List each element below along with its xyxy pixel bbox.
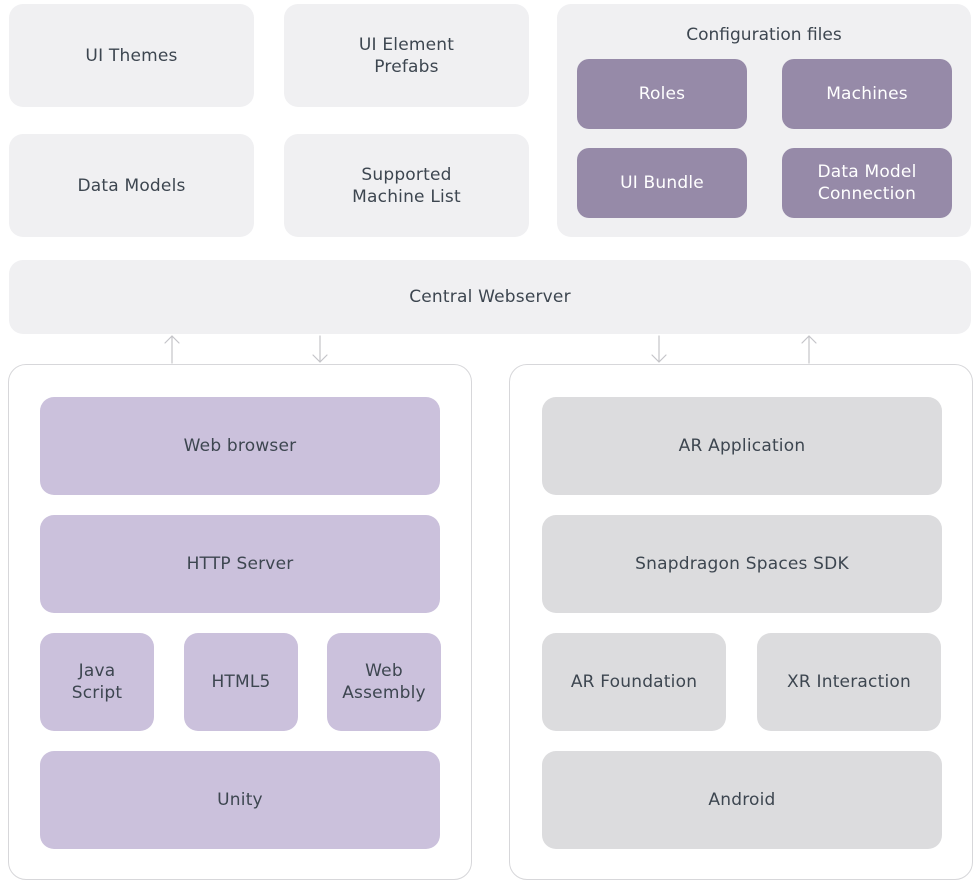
ar-application-box: AR Application [542,397,942,495]
javascript-box: Java Script [40,633,154,731]
web-browser-box: Web browser [40,397,440,495]
central-webserver-box: Central Webserver [9,260,971,334]
ui-bundle-box: UI Bundle [577,148,747,218]
data-model-connection-box: Data Model Connection [782,148,952,218]
roles-box: Roles [577,59,747,129]
web-assembly-box: Web Assembly [327,633,441,731]
arrow-down-right [651,335,667,363]
machines-box: Machines [782,59,952,129]
supported-machine-list-box: Supported Machine List [284,134,529,237]
arrow-up-left [164,335,180,364]
snapdragon-spaces-sdk-box: Snapdragon Spaces SDK [542,515,942,613]
arrow-up-right [801,335,817,364]
arrow-down-left [312,335,328,363]
ar-foundation-box: AR Foundation [542,633,726,731]
ui-element-prefabs-box: UI Element Prefabs [284,4,529,107]
ui-themes-box: UI Themes [9,4,254,107]
android-box: Android [542,751,942,849]
configuration-files-title: Configuration files [686,25,842,45]
http-server-box: HTTP Server [40,515,440,613]
html5-box: HTML5 [184,633,298,731]
data-models-box: Data Models [9,134,254,237]
xr-interaction-box: XR Interaction [757,633,941,731]
unity-box: Unity [40,751,440,849]
